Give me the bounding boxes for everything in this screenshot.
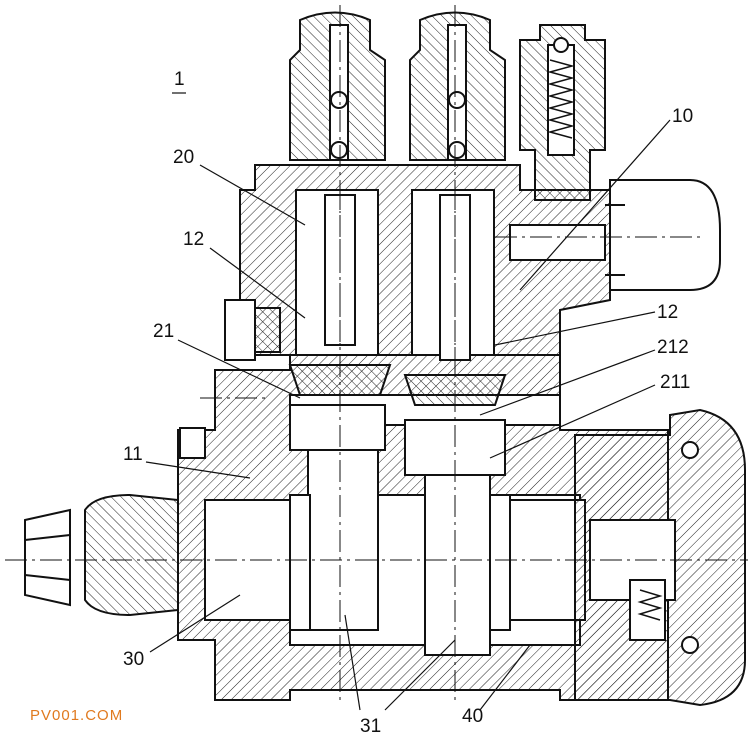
delivery-valve-left [289,11,386,161]
leader-lines [145,92,671,711]
label-211: 211 [660,372,690,393]
label-30: 30 [123,649,144,670]
watermark: PV001.COM [30,707,123,724]
label-10: 10 [672,106,693,127]
side-block [509,179,721,291]
label-31: 31 [360,716,381,737]
label-212: 212 [657,337,689,358]
drive-end [24,493,179,617]
part-labels: 1 10 20 12 12 21 212 211 11 30 31 40 [123,69,693,737]
end-cover [574,408,746,707]
delivery-valve-right [409,11,506,161]
label-11: 11 [123,444,143,465]
tappets [289,404,506,656]
left-plug [179,299,281,459]
label-12-left: 12 [183,229,204,250]
label-12-right: 12 [657,302,678,323]
centerlines [5,5,748,705]
relief-valve [519,24,606,201]
label-20: 20 [173,147,194,168]
label-21: 21 [153,321,174,342]
label-1: 1 [174,69,185,90]
label-40: 40 [462,706,483,727]
